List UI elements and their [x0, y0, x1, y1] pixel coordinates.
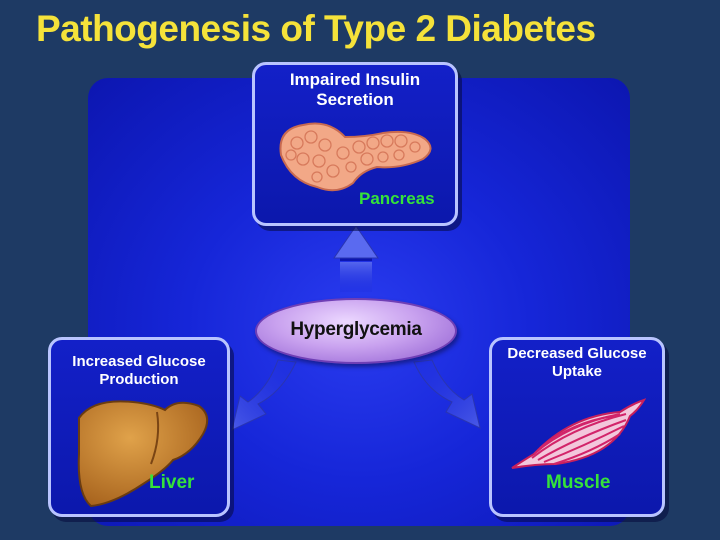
liver-heading-line2: Production: [99, 371, 179, 388]
up-arrow: [333, 225, 379, 292]
right-arrow: [413, 359, 481, 429]
muscle-heading-line2: Uptake: [551, 363, 603, 380]
pancreas-icon: [279, 122, 432, 192]
muscle-panel: Decreased Glucose Uptake Muscle: [489, 337, 665, 517]
pancreas-panel: Impaired Insulin Secretion Pancreas: [252, 62, 458, 226]
pancreas-heading-line1: Impaired Insulin: [289, 70, 421, 89]
liver-icon: [77, 400, 209, 508]
left-arrow: [231, 359, 297, 431]
muscle-icon: [511, 398, 646, 469]
pancreas-label: Pancreas: [359, 189, 435, 208]
diagram-title: Pathogenesis of Type 2 Diabetes: [36, 8, 596, 49]
liver-heading-line1: Increased Glucose: [72, 353, 206, 370]
hyperglycemia-label: Hyperglycemia: [290, 319, 422, 340]
liver-label: Liver: [149, 472, 195, 493]
pancreas-heading-line2: Secretion: [316, 90, 394, 109]
liver-panel: Increased Glucose Production Liver: [48, 337, 230, 517]
muscle-label: Muscle: [546, 472, 611, 493]
hyperglycemia-node: Hyperglycemia: [255, 298, 457, 364]
muscle-heading-line1: Decreased Glucose: [507, 345, 647, 362]
